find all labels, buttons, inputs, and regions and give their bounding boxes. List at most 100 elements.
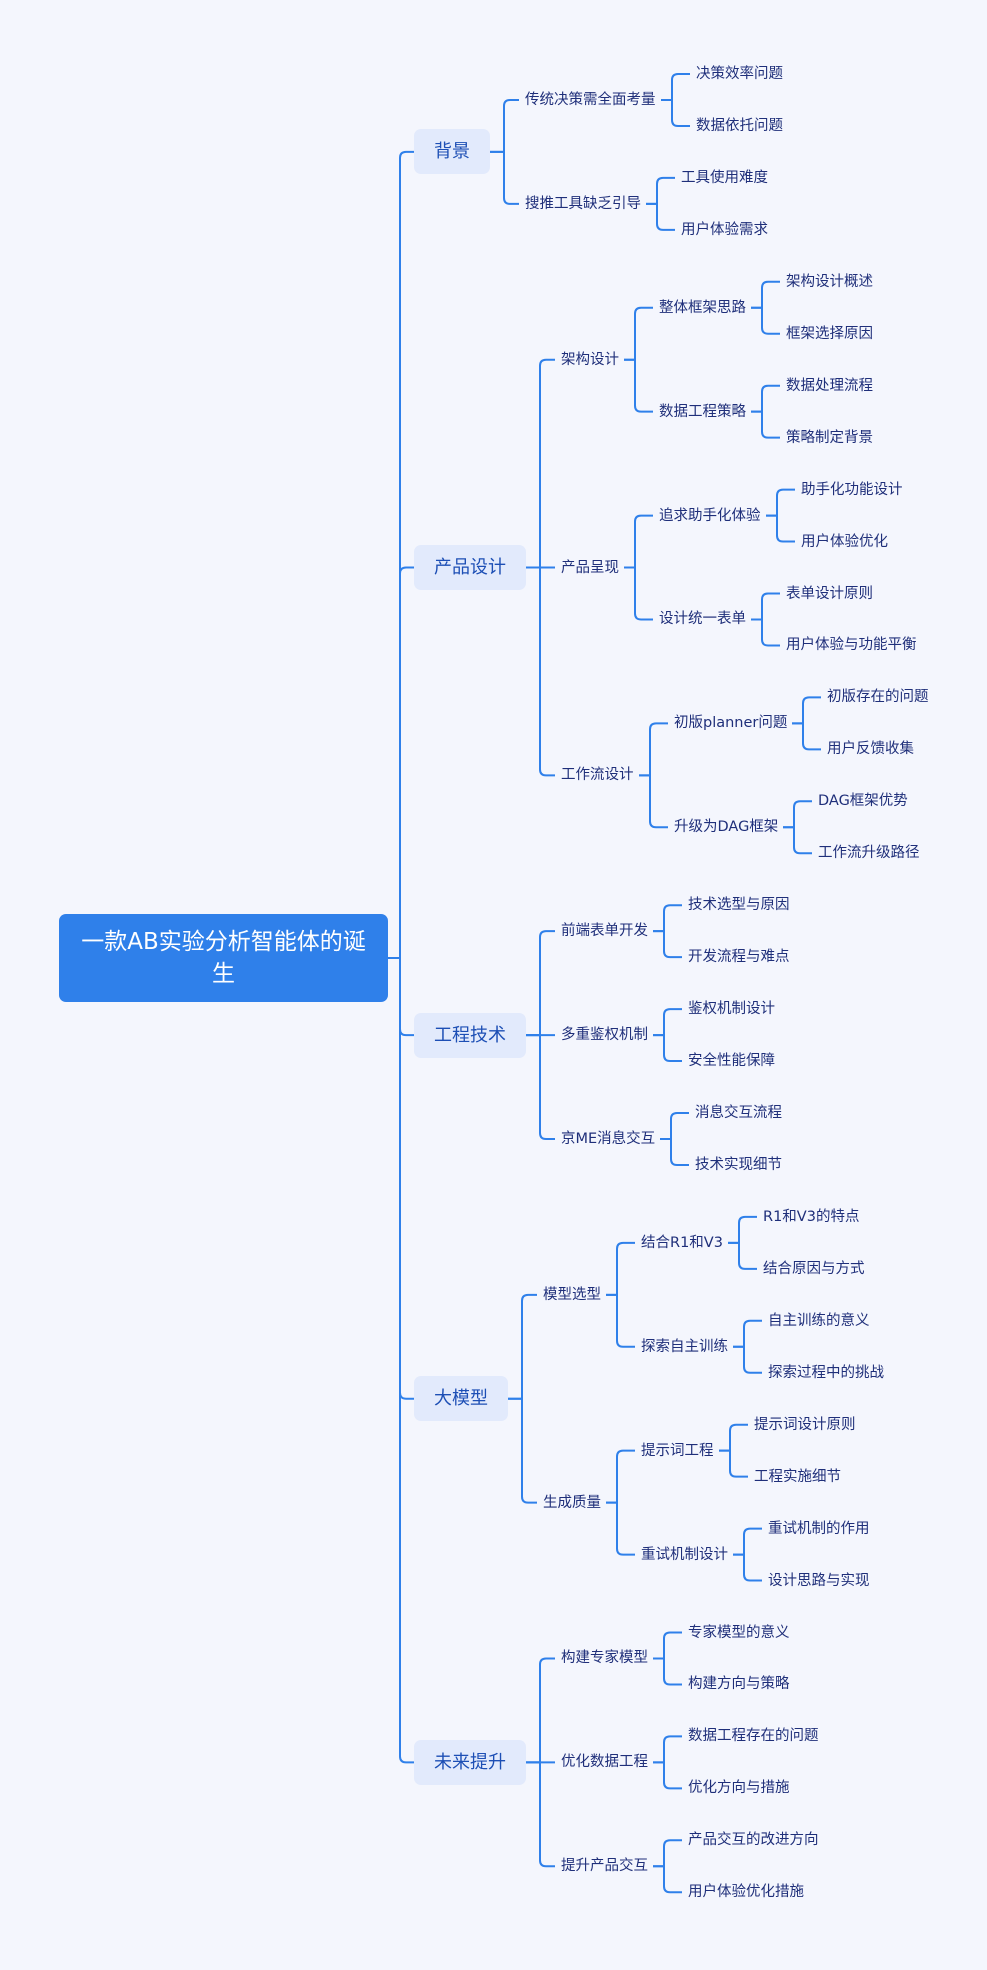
subtopic[interactable]: 初版planner问题 <box>674 715 788 732</box>
subtopic[interactable]: 京ME消息交互 <box>561 1130 656 1147</box>
connector <box>624 358 653 413</box>
leaf-topic[interactable]: 优化方向与措施 <box>688 1780 790 1797</box>
connector <box>728 1241 757 1270</box>
leaf-topic[interactable]: 安全性能保障 <box>688 1053 775 1070</box>
main-branch-1[interactable]: 背景 <box>414 129 490 175</box>
subtopic[interactable]: 优化数据工程 <box>561 1754 648 1771</box>
leaf-topic[interactable]: 用户体验与功能平衡 <box>786 637 917 654</box>
connector <box>653 1657 682 1686</box>
connector <box>792 722 821 751</box>
subtopic[interactable]: 构建专家模型 <box>561 1650 648 1667</box>
root-topic[interactable]: 一款AB实验分析智能体的诞生 <box>59 914 388 1002</box>
leaf-topic[interactable]: 表单设计原则 <box>786 585 873 602</box>
leaf-topic[interactable]: 工作流升级路径 <box>818 845 920 862</box>
connector <box>399 958 414 1764</box>
leaf-topic[interactable]: 数据工程存在的问题 <box>688 1728 819 1745</box>
subtopic[interactable]: 生成质量 <box>543 1494 601 1511</box>
connector <box>508 1397 537 1504</box>
subtopic[interactable]: 升级为DAG框架 <box>674 819 779 836</box>
connector <box>526 1657 555 1764</box>
leaf-topic[interactable]: 助手化功能设计 <box>801 481 903 498</box>
subtopic[interactable]: 传统决策需全面考量 <box>525 91 656 108</box>
subtopic[interactable]: 结合R1和V3 <box>641 1234 723 1251</box>
subtopic[interactable]: 模型选型 <box>543 1286 601 1303</box>
connector <box>751 306 780 335</box>
connector <box>719 1449 748 1478</box>
leaf-topic[interactable]: 架构设计概述 <box>786 273 873 290</box>
leaf-topic[interactable]: 提示词设计原则 <box>754 1416 856 1433</box>
leaf-topic[interactable]: 专家模型的意义 <box>688 1624 790 1641</box>
subtopic[interactable]: 工作流设计 <box>561 767 634 784</box>
leaf-topic[interactable]: 重试机制的作用 <box>768 1520 870 1537</box>
leaf-topic[interactable]: 自主训练的意义 <box>768 1312 870 1329</box>
connector <box>606 1449 635 1504</box>
leaf-topic[interactable]: 初版存在的问题 <box>827 689 929 706</box>
leaf-topic[interactable]: 用户体验优化 <box>801 533 888 550</box>
main-branch-2[interactable]: 产品设计 <box>414 545 526 591</box>
main-branch-4[interactable]: 大模型 <box>414 1376 508 1422</box>
subtopic[interactable]: 探索自主训练 <box>641 1338 728 1355</box>
subtopic[interactable]: 数据工程策略 <box>659 403 746 420</box>
leaf-topic[interactable]: 开发流程与难点 <box>688 949 790 966</box>
leaf-topic[interactable]: 探索过程中的挑战 <box>768 1364 884 1381</box>
subtopic[interactable]: 提升产品交互 <box>561 1858 648 1875</box>
leaf-topic[interactable]: 用户体验优化措施 <box>688 1884 804 1901</box>
connector <box>653 1034 682 1063</box>
leaf-topic[interactable]: 消息交互流程 <box>695 1105 782 1121</box>
subtopic[interactable]: 整体框架思路 <box>659 299 746 316</box>
subtopic[interactable]: 追求助手化体验 <box>659 507 761 524</box>
connector <box>526 1761 555 1868</box>
connector <box>490 98 519 153</box>
subtopic[interactable]: 架构设计 <box>561 351 619 368</box>
subtopic[interactable]: 前端表单开发 <box>561 923 648 940</box>
leaf-topic[interactable]: 决策效率问题 <box>696 66 783 82</box>
connector <box>783 826 812 855</box>
leaf-topic[interactable]: 构建方向与策略 <box>688 1676 790 1693</box>
connector <box>719 1423 748 1452</box>
connector <box>751 618 780 647</box>
leaf-topic[interactable]: 策略制定背景 <box>786 429 873 446</box>
connector <box>653 1865 682 1894</box>
subtopic[interactable]: 搜推工具缺乏引导 <box>525 195 641 212</box>
connector <box>661 73 690 101</box>
leaf-topic[interactable]: 数据依托问题 <box>696 117 783 134</box>
leaf-topic[interactable]: 产品交互的改进方向 <box>688 1832 819 1849</box>
connector <box>624 566 653 621</box>
connector <box>653 1761 682 1790</box>
leaf-topic[interactable]: 技术实现细节 <box>695 1156 782 1173</box>
connector <box>526 1034 555 1140</box>
subtopic[interactable]: 提示词工程 <box>641 1442 714 1459</box>
connector <box>490 150 519 205</box>
subtopic[interactable]: 产品呈现 <box>561 559 619 576</box>
connector <box>399 566 414 958</box>
connector <box>653 904 682 933</box>
connector <box>606 1293 635 1348</box>
leaf-topic[interactable]: DAG框架优势 <box>818 793 908 810</box>
main-branch-5[interactable]: 未来提升 <box>414 1739 526 1785</box>
leaf-topic[interactable]: 技术选型与原因 <box>688 897 790 914</box>
leaf-topic[interactable]: 框架选择原因 <box>786 325 873 342</box>
leaf-topic[interactable]: 用户反馈收集 <box>827 741 914 758</box>
connector <box>399 958 414 1400</box>
main-branch-3[interactable]: 工程技术 <box>414 1012 526 1058</box>
leaf-topic[interactable]: 用户体验需求 <box>681 221 768 238</box>
connector <box>751 592 780 621</box>
connector <box>733 1553 762 1582</box>
connector <box>751 280 780 309</box>
leaf-topic[interactable]: 数据处理流程 <box>786 377 873 394</box>
subtopic[interactable]: 重试机制设计 <box>641 1546 728 1563</box>
leaf-topic[interactable]: 设计思路与实现 <box>768 1572 870 1589</box>
leaf-topic[interactable]: 工具使用难度 <box>681 169 768 186</box>
connector <box>606 1241 635 1296</box>
subtopic[interactable]: 多重鉴权机制 <box>561 1027 648 1044</box>
leaf-topic[interactable]: 结合原因与方式 <box>763 1260 865 1277</box>
connector <box>653 1631 682 1660</box>
leaf-topic[interactable]: 工程实施细节 <box>754 1468 841 1485</box>
leaf-topic[interactable]: R1和V3的特点 <box>763 1208 860 1225</box>
subtopic[interactable]: 设计统一表单 <box>659 611 746 628</box>
connector <box>653 1735 682 1764</box>
connector <box>792 696 821 725</box>
connector <box>526 930 555 1037</box>
leaf-topic[interactable]: 鉴权机制设计 <box>688 1001 775 1018</box>
